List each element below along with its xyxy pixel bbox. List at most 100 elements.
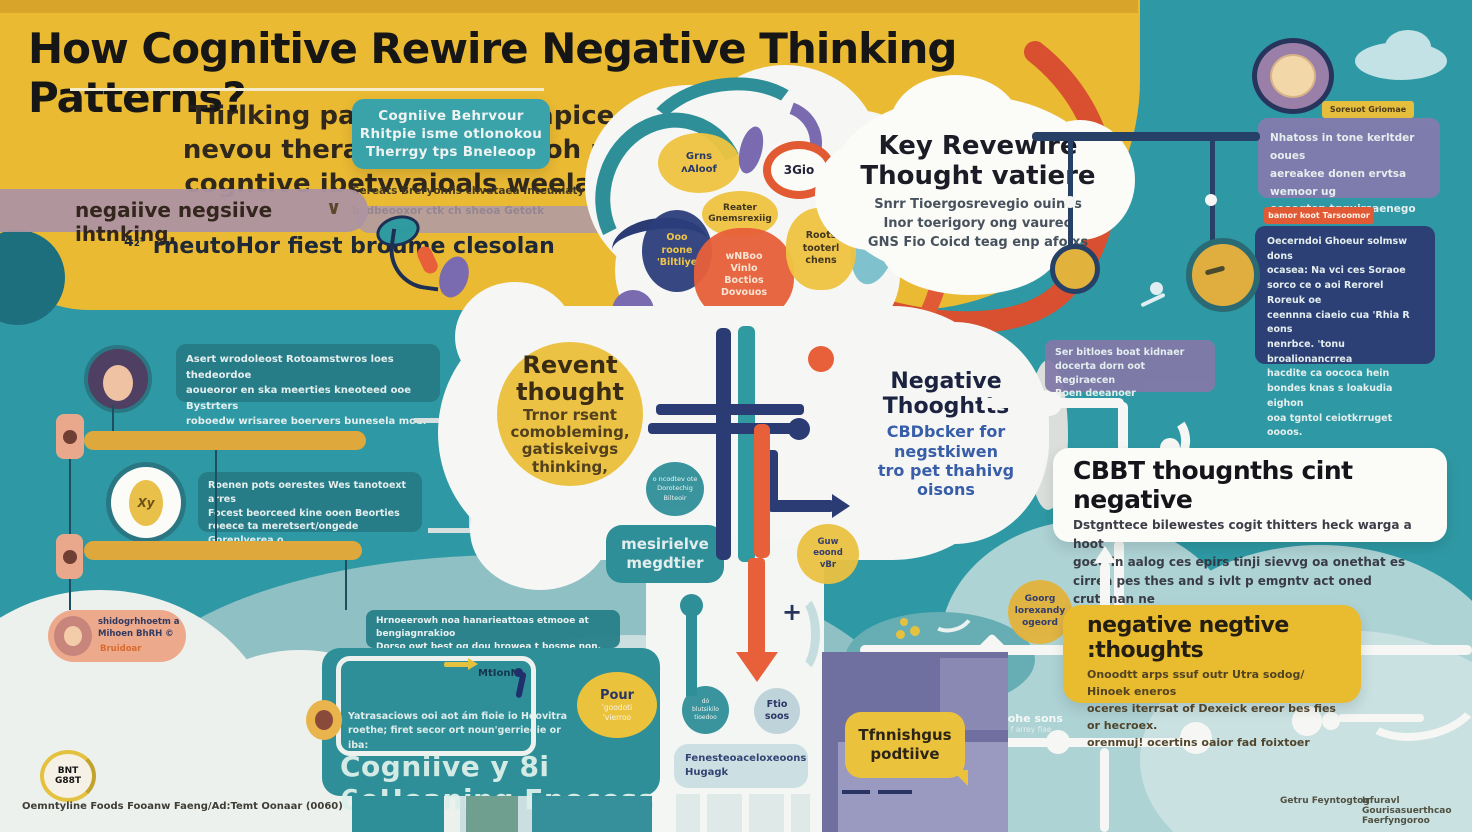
tag-orange: bamor koot Tarsoomor <box>1264 207 1374 224</box>
connector-white <box>978 738 1208 747</box>
info-card: Roenen pots oerestes Wes tanotoext arres… <box>198 472 422 560</box>
negative-thoughts-card: negative negtive :thoughts Onoodtt arps … <box>1063 605 1361 749</box>
teal-rod-knob <box>680 594 703 617</box>
figure-doodle-icon <box>514 668 523 677</box>
page-title: How Cognitive Rewire Negative Thinking P… <box>28 24 957 122</box>
pendulum-ball-small <box>1050 244 1100 294</box>
connector-white-node <box>1046 730 1070 754</box>
dropdown-label: negaiive negsiive ihtnking, <box>75 198 273 246</box>
header-tagline: 4₂ˢ rneutoHor fiest broume clesolan <box>124 234 555 259</box>
dancer-doodle-icon <box>910 626 920 636</box>
connector-line <box>345 560 347 610</box>
circuit-hbar <box>648 423 804 434</box>
connector-white <box>1100 562 1110 646</box>
tagline-glyph-icon: 4₂ˢ <box>124 234 146 250</box>
pendulum-ball-large <box>1186 238 1260 312</box>
connector-white-arrow-up-icon <box>1094 546 1116 563</box>
mini-avatar-head <box>63 429 77 444</box>
speech-tail <box>952 770 968 786</box>
skier-figure-icon <box>1150 282 1163 295</box>
avatar-face <box>315 710 333 730</box>
tag-label: Soreuot Griomae <box>1329 105 1407 114</box>
pendulum-line <box>1068 140 1073 246</box>
panel-foot-block <box>466 796 518 832</box>
shed-sub: weaot ti f arrey fiae <box>978 725 1052 734</box>
pendulum-line <box>1210 140 1215 244</box>
bubble-text: 3Gio <box>783 163 815 177</box>
grid-line <box>784 794 791 832</box>
cbt-line: ces epirs tinji sievvg oa onethat es <box>1164 555 1406 570</box>
lightbulb-icon: Xy <box>106 462 186 543</box>
mini-avatar <box>56 534 83 579</box>
cbt-line: cirrea pes thes and s ivlt p emgntv act … <box>1073 573 1372 607</box>
tag-yellow: Soreuot Griomae <box>1322 101 1414 118</box>
salmon-card-accent: Bruidoar <box>100 644 142 654</box>
process-row-text: Yatrasaciows ooi aot ám fioie io Hoovitr… <box>348 711 568 751</box>
orange-arrow-shaft <box>748 558 765 656</box>
dash <box>842 790 870 794</box>
motion-label: MtIonN <box>478 668 519 679</box>
circuit-hbar <box>656 404 804 415</box>
dancer-doodle-icon <box>900 618 908 626</box>
negative-cloud <box>843 322 1049 544</box>
tagline-text: rneutoHor fiest broume clesolan <box>152 234 555 259</box>
circuit-vbar-navy <box>716 328 731 560</box>
chevron-down-icon[interactable]: ∨ <box>326 197 342 219</box>
center-cloud-puff <box>470 470 610 590</box>
pendulum-bead <box>1205 194 1217 206</box>
avatar <box>54 616 92 656</box>
avatar <box>306 700 342 740</box>
key-cloud-puff <box>890 75 1020 175</box>
credit-line: Oemntyline Foods Fooanw Faeng/Ad:Temt Oo… <box>22 801 343 812</box>
process-outline-box <box>336 656 536 756</box>
panel-foot-block <box>352 796 444 832</box>
connector-white-node <box>1322 712 1340 730</box>
dancer-doodle-icon <box>896 630 905 639</box>
circuit-node <box>788 418 810 440</box>
orange-arrow-head-icon <box>736 652 778 682</box>
panel-foot-block <box>532 796 652 832</box>
avatar-face <box>103 365 133 401</box>
lightblue-hook <box>776 592 820 676</box>
connector-white-node <box>1180 722 1212 754</box>
key-cloud-puff <box>880 200 1060 295</box>
connector-line <box>69 579 71 610</box>
negative-thinking-dropdown[interactable]: negaiive negsiive ihtnking, ∨ <box>0 189 368 246</box>
pour-title: Pour <box>599 687 635 703</box>
circuit-elbow <box>768 500 834 512</box>
connector-white <box>1118 402 1128 452</box>
cloud-shape <box>1385 30 1431 64</box>
avatar-face <box>64 626 82 646</box>
dash <box>878 790 912 794</box>
connector-line <box>112 405 114 431</box>
mini-avatar <box>56 414 84 459</box>
connector-white <box>1114 540 1124 648</box>
tag-label: bamor koot Tarsoomor <box>1268 211 1370 220</box>
cbt-card-title: CBBT thougnths cint negative <box>1073 456 1353 514</box>
teal-rod <box>686 600 697 696</box>
cbt-white-card: CBBT thougnths cint negative Dstgnttece … <box>1053 448 1447 606</box>
